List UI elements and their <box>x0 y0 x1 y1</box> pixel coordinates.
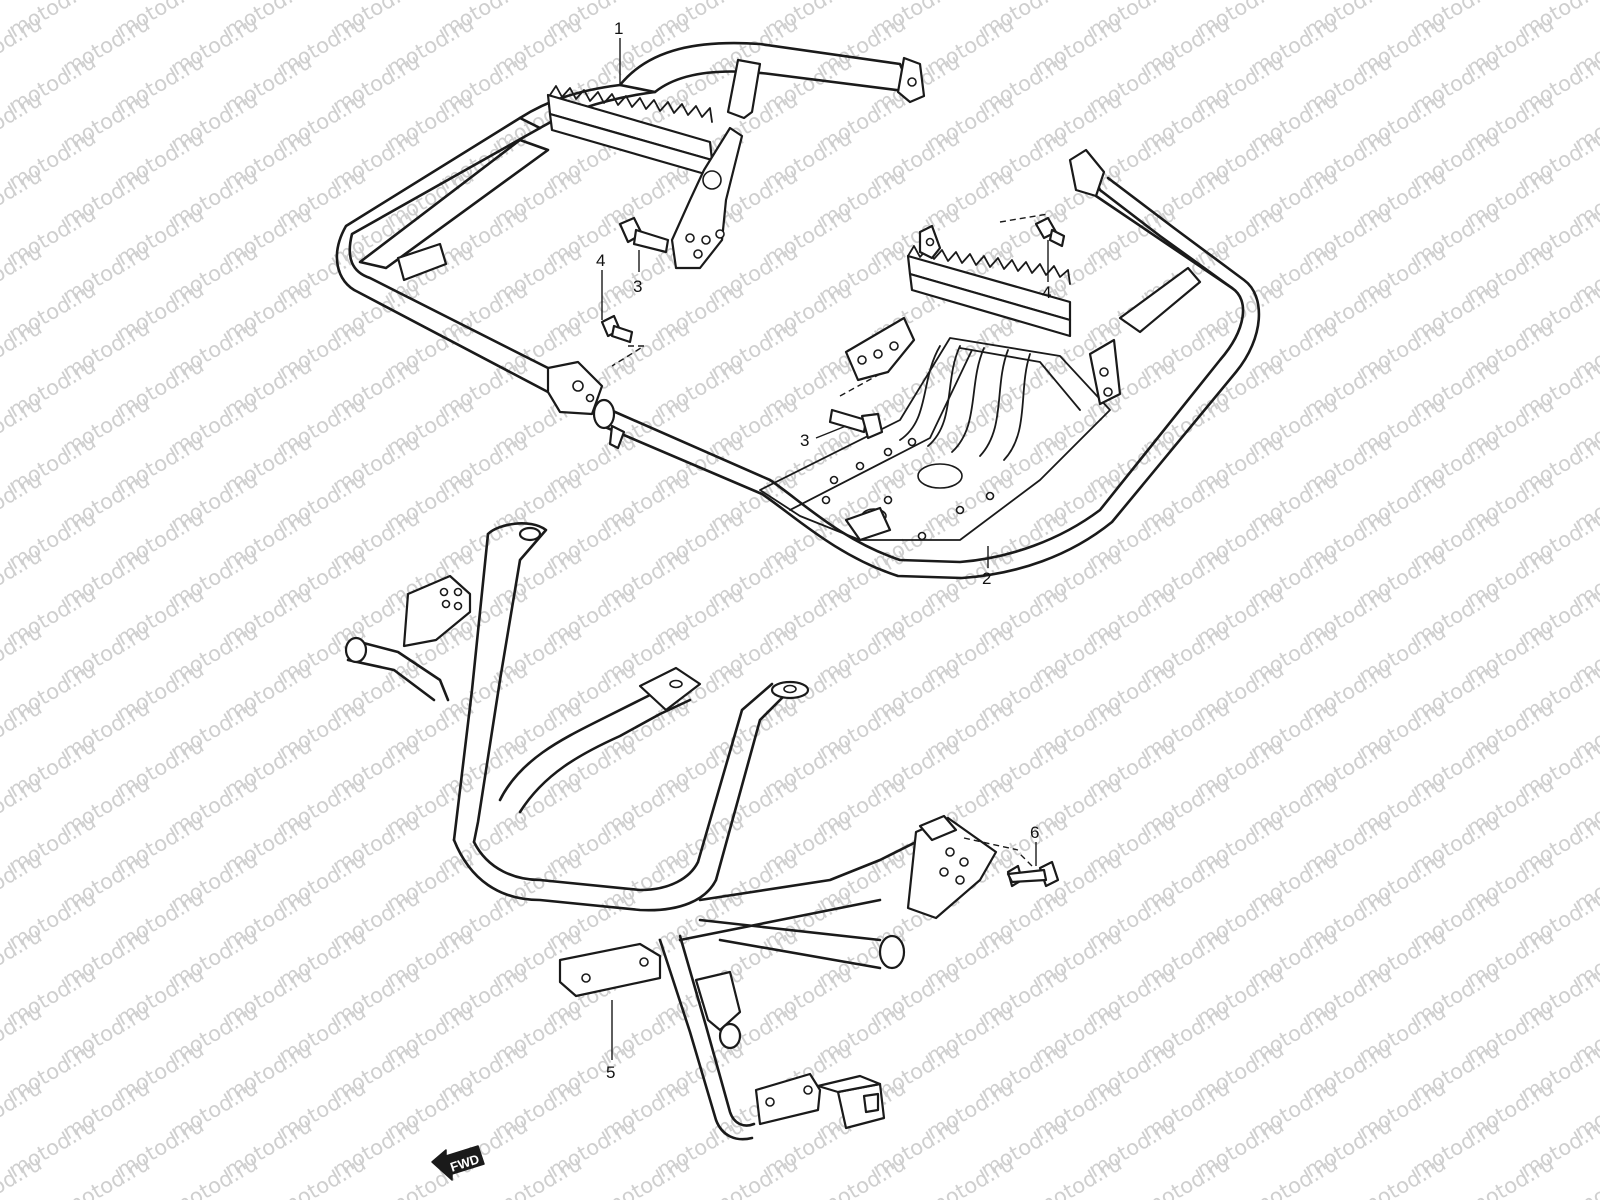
forward-arrow-icon: FWD <box>431 1145 485 1181</box>
callout-4-right: 4 <box>1042 240 1051 302</box>
bolt-6 <box>963 837 1060 888</box>
callout-1-label: 1 <box>614 19 623 38</box>
callout-5-label: 5 <box>606 1063 615 1082</box>
bolt-3-upper <box>618 216 670 254</box>
bolt-3-lower <box>828 408 884 440</box>
bolt-4-upper-left <box>600 314 634 344</box>
callout-3-lower: 3 <box>800 425 847 450</box>
callout-1: 1 <box>614 19 623 84</box>
callout-4-right-label: 4 <box>1042 283 1051 302</box>
callout-2-label: 2 <box>982 569 991 588</box>
callout-5: 5 <box>606 1000 615 1082</box>
part-1-footrest-bar <box>335 41 926 416</box>
callout-3-upper: 3 <box>633 250 642 296</box>
callout-3-upper-label: 3 <box>633 277 642 296</box>
callout-4-left-label: 4 <box>596 251 605 270</box>
callout-4-left: 4 <box>596 251 605 320</box>
part-2-floorboard-assembly <box>592 148 1261 580</box>
callout-6: 6 <box>1030 823 1039 866</box>
callout-2: 2 <box>982 546 991 588</box>
callout-3-lower-label: 3 <box>800 431 809 450</box>
callout-6-label: 6 <box>1030 823 1039 842</box>
part-5-front-guard <box>344 522 998 1141</box>
bolt-4-upper-right <box>1034 216 1066 248</box>
